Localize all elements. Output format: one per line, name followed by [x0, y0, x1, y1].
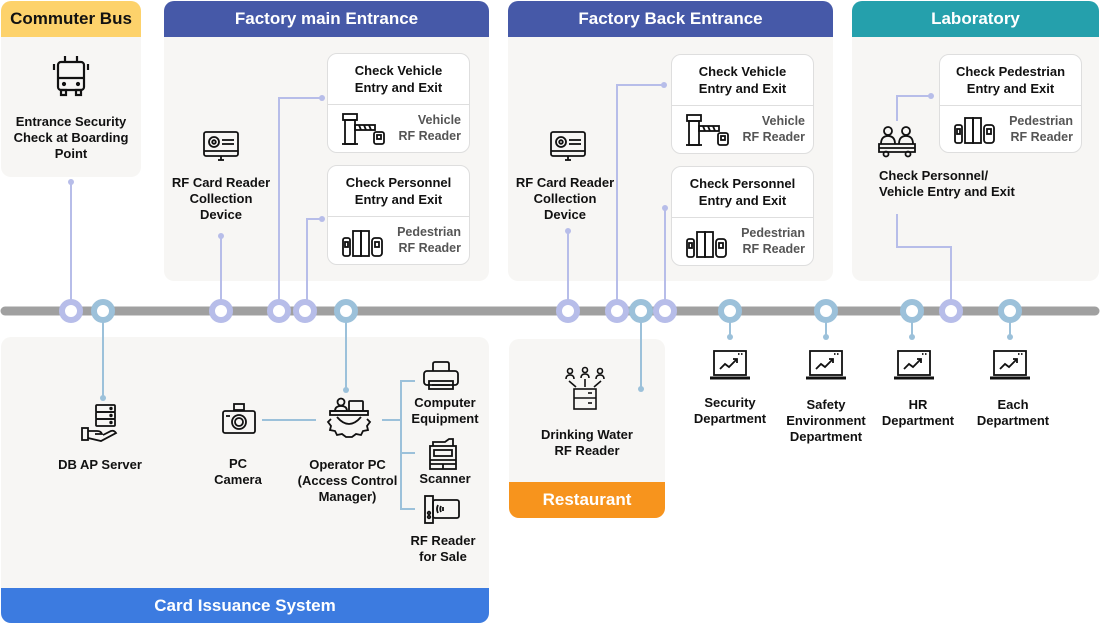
divider	[940, 105, 1081, 106]
peripheral-label-2: RF Reader for Sale	[410, 533, 476, 564]
peripheral-label-0: Computer Equipment	[411, 395, 479, 426]
back-personnel-title: Check Personnel Entry and Exit	[689, 176, 796, 208]
restaurant-header: Restaurant	[509, 482, 665, 518]
department-label-2: HR Department	[881, 397, 955, 428]
commuter-bus-title: Commuter Bus	[10, 9, 132, 28]
department-label-0: Security Department	[693, 395, 767, 426]
bus-node[interactable]	[334, 299, 358, 323]
back-personnel-card[interactable]: Check Personnel Entry and Exit Pedestria…	[671, 166, 814, 266]
factory-back-title: Factory Back Entrance	[578, 9, 763, 28]
restaurant-title: Restaurant	[542, 490, 632, 509]
bus-node[interactable]	[59, 299, 83, 323]
bus-node[interactable]	[556, 299, 580, 323]
main-vehicle-card[interactable]: Check Vehicle Entry and Exit Vehicle RF …	[327, 53, 470, 153]
back-vehicle-sub: Vehicle RF Reader	[742, 114, 805, 144]
bus-node[interactable]	[629, 299, 653, 323]
bus-node[interactable]	[718, 299, 742, 323]
commuter-bus-panel: Commuter Bus	[1, 1, 141, 177]
commuter-bus-header: Commuter Bus	[1, 1, 141, 37]
turnstile-icon	[954, 117, 995, 144]
laptop-chart-icon	[806, 350, 846, 380]
turnstile-icon	[686, 231, 727, 258]
laptop-chart-icon	[990, 350, 1030, 380]
bus-node[interactable]	[900, 299, 924, 323]
network-bus	[0, 299, 1100, 323]
monitor-gear-icon	[203, 131, 239, 161]
divider	[328, 104, 469, 105]
bus-node[interactable]	[814, 299, 838, 323]
bus-node[interactable]	[91, 299, 115, 323]
scanner-icon	[429, 438, 457, 470]
barrier-gate-icon	[342, 113, 385, 145]
card-issuance-panel: Card Issuance System	[1, 337, 489, 623]
water-dispenser-icon	[565, 366, 605, 410]
bus-node[interactable]	[939, 299, 963, 323]
main-vehicle-title: Check Vehicle Entry and Exit	[354, 63, 443, 95]
peripheral-label-1: Scanner	[419, 471, 471, 486]
main-personnel-card[interactable]: Check Personnel Entry and Exit Pedestria…	[327, 165, 470, 265]
lab-pedestrian-sub: Pedestrian RF Reader	[1009, 114, 1073, 144]
bus-node[interactable]	[998, 299, 1022, 323]
turnstile-icon	[342, 230, 383, 257]
bus-node[interactable]	[267, 299, 291, 323]
card-issuance-title: Card Issuance System	[154, 595, 336, 615]
barrier-gate-icon	[686, 114, 729, 146]
laboratory-header: Laboratory	[852, 1, 1099, 37]
back-vehicle-title: Check Vehicle Entry and Exit	[698, 64, 787, 96]
department-label-3: Each Department	[976, 397, 1050, 428]
laptop-chart-icon	[894, 350, 934, 380]
divider	[328, 216, 469, 217]
camera-icon	[222, 403, 256, 434]
laboratory-title: Laboratory	[931, 9, 1020, 28]
people-car-icon	[878, 126, 916, 158]
operator-gear-icon	[326, 397, 372, 438]
lab-pedestrian-card[interactable]: Check Pedestrian Entry and Exit Pedestri…	[939, 54, 1082, 153]
divider	[672, 217, 813, 218]
main-personnel-sub: Pedestrian RF Reader	[397, 225, 461, 255]
back-personnel-sub: Pedestrian RF Reader	[741, 226, 805, 256]
server-hand-icon	[81, 404, 118, 442]
main-personnel-title: Check Personnel Entry and Exit	[345, 175, 452, 207]
factory-back-header: Factory Back Entrance	[508, 1, 833, 37]
pc-camera-label: PC Camera	[214, 456, 262, 487]
db-server-label: DB AP Server	[58, 457, 142, 472]
factory-main-title: Factory main Entrance	[234, 9, 419, 28]
bus-check-label: Entrance Security Check at Boarding Poin…	[13, 114, 129, 161]
bus-node[interactable]	[653, 299, 677, 323]
back-vehicle-card[interactable]: Check Vehicle Entry and Exit Vehicle RF …	[671, 54, 814, 154]
main-collector-label: RF Card Reader Collection Device	[171, 175, 271, 222]
divider	[672, 105, 813, 106]
monitor-gear-icon	[550, 131, 586, 161]
lab-check-label: Check Personnel/ Vehicle Entry and Exit	[879, 168, 1015, 199]
rf-reader-icon	[424, 495, 460, 524]
back-collector-label: RF Card Reader Collection Device	[515, 175, 615, 222]
printer-icon	[423, 361, 459, 390]
laptop-chart-icon	[710, 350, 750, 380]
department-label-1: Safety Environment Department	[786, 397, 866, 444]
drinking-water-label: Drinking Water RF Reader	[541, 427, 633, 458]
lab-pedestrian-title: Check Pedestrian Entry and Exit	[955, 64, 1066, 96]
factory-main-header: Factory main Entrance	[164, 1, 489, 37]
bus-node[interactable]	[209, 299, 233, 323]
bus-node[interactable]	[293, 299, 317, 323]
operator-pc-label: Operator PC (Access Control Manager)	[297, 457, 398, 504]
main-vehicle-sub: Vehicle RF Reader	[398, 113, 461, 143]
card-issuance-header: Card Issuance System	[1, 588, 489, 623]
bus-node[interactable]	[605, 299, 629, 323]
bus-icon	[52, 56, 90, 97]
